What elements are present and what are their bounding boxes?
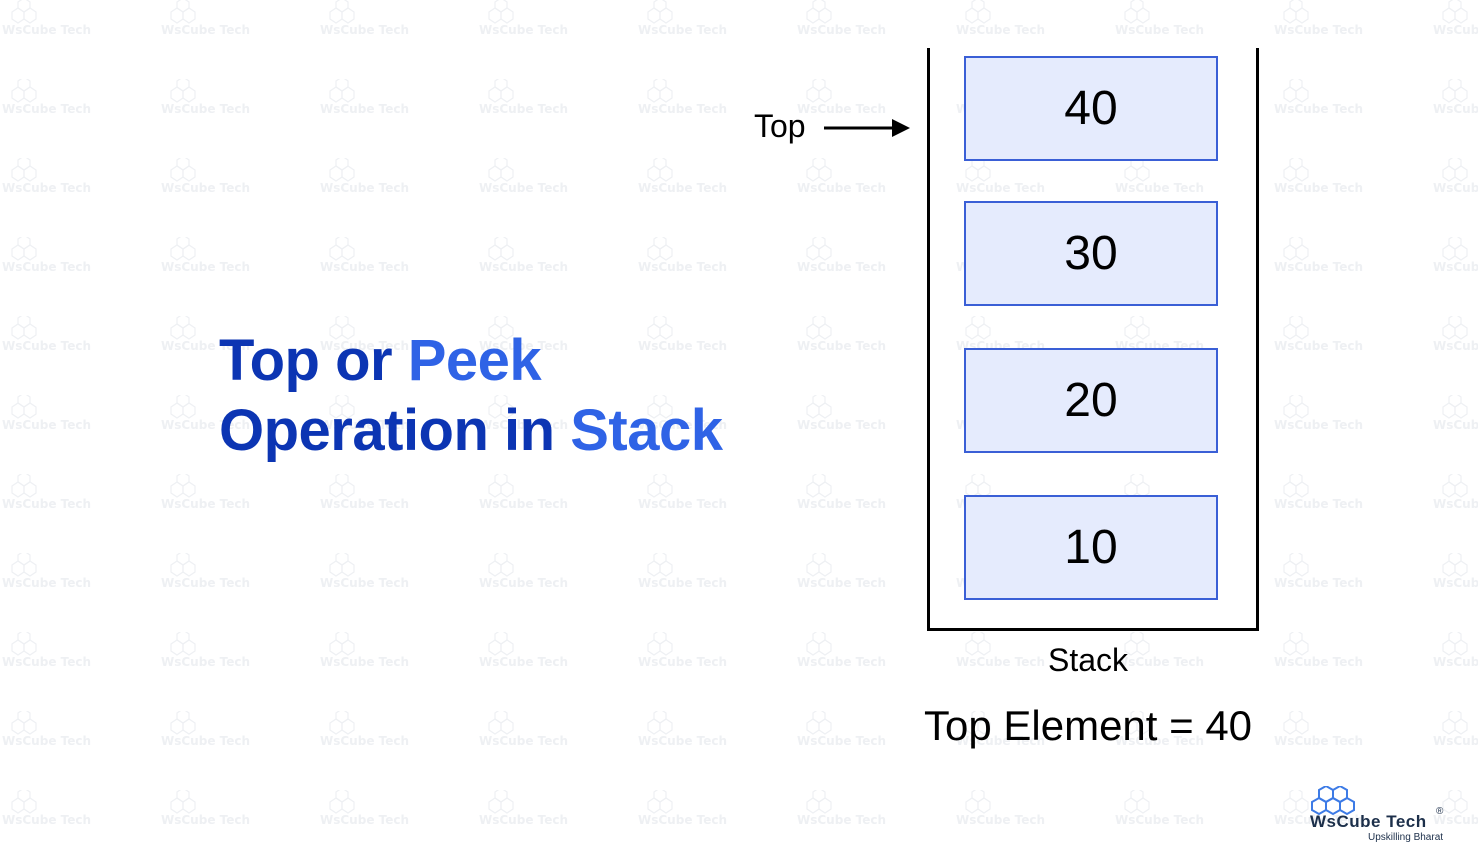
stack-item-top: 40 <box>964 56 1218 161</box>
result-text: Top Element = 40 <box>924 702 1253 749</box>
title-line-1: Top or Peek <box>219 326 819 396</box>
logo-name: WsCube Tech <box>1310 812 1427 831</box>
stack-item: 30 <box>964 201 1218 306</box>
stack-item-bottom: 10 <box>964 495 1218 600</box>
stack-container: 40 30 20 10 <box>927 48 1259 631</box>
title-accent-text: Peek <box>407 328 542 393</box>
top-arrow-icon <box>824 119 910 137</box>
top-pointer-label: Top <box>754 108 806 144</box>
stack-item: 20 <box>964 348 1218 453</box>
hexagon-logo-icon <box>1311 786 1355 816</box>
logo-tagline: Upskilling Bharat <box>1368 832 1444 843</box>
title-line-2: Operation in Stack <box>219 396 819 466</box>
title-accent-text: Stack <box>570 398 723 463</box>
page-title: Top or Peek Operation in Stack <box>219 326 819 466</box>
brand-logo: WsCube Tech ® Upskilling Bharat <box>1300 786 1460 846</box>
title-text: Top or <box>219 328 408 393</box>
title-text: Operation in <box>219 398 571 463</box>
registered-mark: ® <box>1436 806 1444 817</box>
stack-caption: Stack <box>1048 642 1129 678</box>
